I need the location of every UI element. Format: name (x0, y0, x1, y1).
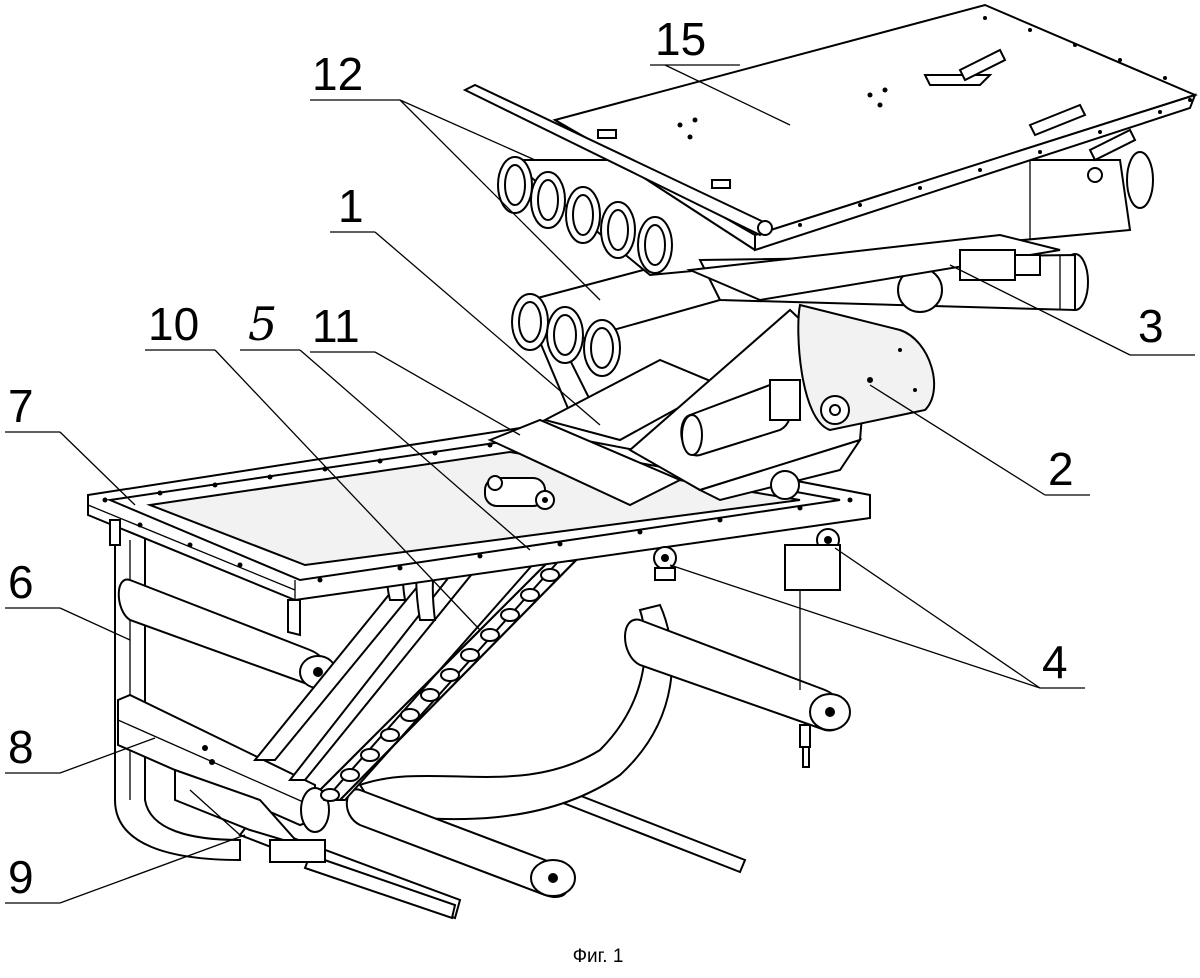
label-8: 8 (8, 721, 34, 773)
left-rollers (117, 578, 851, 768)
label-9: 9 (8, 851, 34, 903)
label-2: 2 (1048, 443, 1074, 495)
figure-caption: Фиг. 1 (573, 946, 624, 967)
pivot-bearings (653, 528, 841, 690)
label-1: 1 (338, 180, 364, 232)
label-10: 10 (148, 298, 199, 350)
reference-numerals: 15 12 1 10 5 11 3 7 2 6 4 8 9 (8, 13, 1164, 903)
label-5: 5 (248, 297, 277, 351)
label-7: 7 (8, 380, 34, 432)
label-15: 15 (655, 13, 706, 65)
label-3: 3 (1138, 300, 1164, 352)
top-cover (462, 3, 1198, 252)
label-11: 11 (312, 300, 360, 352)
drive-housing (628, 303, 935, 502)
lower-tubes (511, 253, 722, 377)
label-4: 4 (1042, 636, 1068, 688)
label-12: 12 (312, 48, 363, 100)
label-6: 6 (8, 556, 34, 608)
base-frame (114, 519, 747, 920)
leader-lines (5, 64, 1195, 904)
